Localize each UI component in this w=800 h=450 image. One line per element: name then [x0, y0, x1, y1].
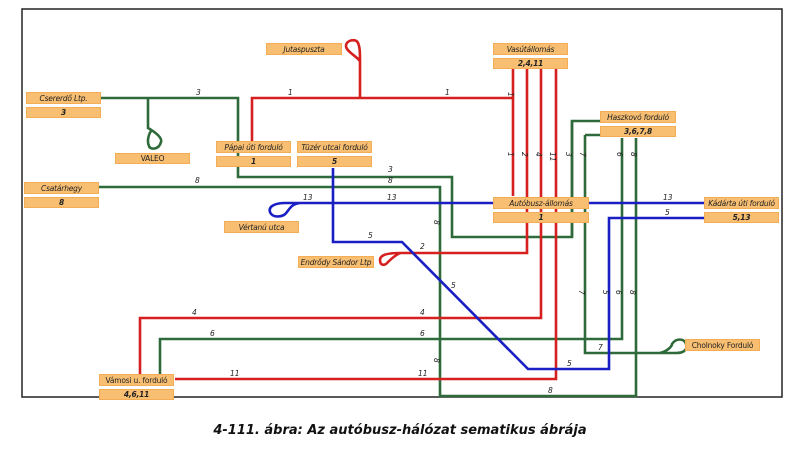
stop-csatarhegy-routes: 8 — [24, 197, 99, 208]
route-label: 6 — [210, 329, 215, 338]
route-label: 8 — [432, 220, 441, 225]
figure-caption: 4-111. ábra: Az autóbusz-hálózat sematik… — [213, 423, 587, 438]
route-label: 4 — [420, 308, 425, 317]
route-5-line — [331, 168, 704, 371]
route-label: 7 — [598, 343, 603, 352]
route-label: 11 — [548, 152, 557, 162]
stop-haszkovo-routes: 3,6,7,8 — [600, 126, 676, 137]
stop-kadarta-routes: 5,13 — [704, 212, 779, 223]
diagram-frame — [21, 8, 783, 398]
route-label: 13 — [663, 193, 673, 202]
route-label: 11 — [230, 369, 240, 378]
stop-papai: Pápai úti forduló — [216, 141, 291, 153]
stop-vasutallomas: Vasútállomás — [493, 43, 568, 55]
stop-jutaspuszta: Jutaspuszta — [266, 43, 342, 55]
valeo-loop — [146, 98, 163, 150]
route-label: 5 — [665, 208, 670, 217]
route-label: 6 — [615, 152, 624, 157]
route-label: 4 — [192, 308, 197, 317]
stop-vertanu: Vértanú utca — [224, 221, 299, 233]
route-label: 1 — [445, 88, 450, 97]
stop-endrody: Endrődy Sándor Ltp — [298, 256, 374, 268]
route-4-line — [138, 68, 543, 376]
route-label: 1 — [506, 152, 515, 157]
route-label: 8 — [432, 358, 441, 363]
stop-autobusz-allomas-routes: 1 — [493, 212, 589, 223]
route-label: 8 — [388, 176, 393, 185]
route-label: 5 — [451, 281, 456, 290]
stop-haszkovo: Haszkovó forduló — [600, 111, 676, 123]
route-label: 3 — [196, 88, 201, 97]
vertanu-loop — [268, 201, 301, 218]
route-11-line — [175, 68, 558, 381]
route-label: 8 — [628, 290, 637, 295]
route-label: 5 — [368, 231, 373, 240]
route-label: 5 — [601, 290, 610, 295]
route-1-line — [250, 96, 515, 196]
stop-tuzer-routes: 5 — [297, 156, 372, 167]
stop-vamosi-routes: 4,6,11 — [99, 389, 174, 400]
stop-autobusz-allomas: Autóbusz-állomás — [493, 197, 589, 209]
stop-kadarta: Kádárta úti forduló — [704, 197, 779, 209]
route-label: 2 — [520, 152, 529, 157]
route-label: 1 — [506, 92, 515, 97]
stop-csererdo-routes: 3 — [26, 107, 101, 118]
route-label: 2 — [420, 242, 425, 251]
cholnoky-loop — [659, 338, 688, 355]
route-label: 8 — [195, 176, 200, 185]
route-label: 6 — [420, 329, 425, 338]
stop-valeo: VALEO — [115, 153, 190, 164]
route-label: 4 — [534, 152, 543, 157]
jutaspuszta-loop — [344, 38, 362, 98]
route-label: 8 — [548, 386, 553, 395]
route-label: 3 — [388, 165, 393, 174]
stop-vamosi: Vámosi u. forduló — [99, 374, 174, 386]
route-label: 8 — [629, 152, 638, 157]
route-label: 11 — [418, 369, 428, 378]
route-label: 5 — [567, 359, 572, 368]
route-8-line — [98, 138, 638, 398]
stop-tuzer: Tüzér utcai forduló — [297, 141, 372, 153]
route-label: 13 — [303, 193, 313, 202]
stop-cholnoky: Cholnoky Forduló — [685, 339, 760, 351]
endrody-loop — [378, 251, 401, 267]
route-label: 7 — [577, 290, 586, 295]
stop-csererdo: Csererdő Ltp. — [26, 92, 101, 104]
route-label: 7 — [578, 152, 587, 157]
stop-vasutallomas-routes: 2,4,11 — [493, 58, 568, 69]
route-label: 3 — [564, 152, 573, 157]
route-label: 1 — [288, 88, 293, 97]
stop-papai-routes: 1 — [216, 156, 291, 167]
route-6-line — [158, 138, 624, 381]
stop-csatarhegy: Csatárhegy — [24, 182, 99, 194]
route-label: 6 — [614, 290, 623, 295]
route-label: 13 — [387, 193, 397, 202]
route-2-line — [400, 68, 529, 255]
